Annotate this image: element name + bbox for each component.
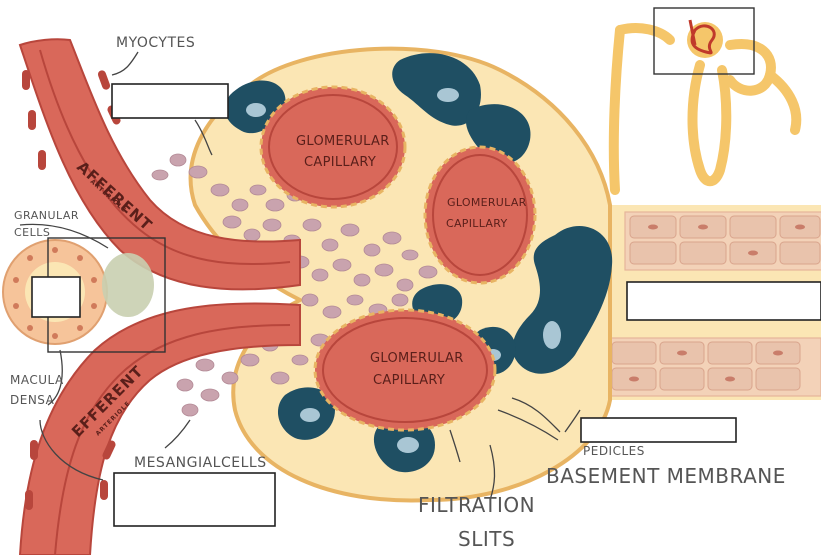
label-macula-densa-2: DENSA (10, 393, 55, 407)
label-granular-cells-2: CELLS (14, 226, 50, 239)
capillary-3-line2: CAPILLARY (373, 373, 445, 388)
label-granular-cells-1: GRANULAR (14, 209, 79, 222)
answer-box-pedicles[interactable] (581, 418, 736, 442)
label-filtration-slits-2: SLITS (458, 527, 515, 551)
label-mesangial-cells: MESANGIALCELLS (134, 455, 267, 471)
capillary-3-line1: GLOMERULAR (370, 351, 464, 366)
label-basement-membrane: BASEMENT MEMBRANE (546, 464, 786, 488)
answer-box-macula[interactable] (32, 277, 80, 317)
answer-box-bottom-left[interactable] (114, 473, 275, 526)
glomerular-capillary-3 (315, 310, 495, 430)
label-pedicles: PEDICLES (583, 444, 645, 458)
capillary-1-line2: CAPILLARY (304, 155, 376, 170)
label-myocytes: MYOCYTES (116, 35, 195, 51)
answer-box-right[interactable] (627, 282, 821, 320)
capillary-1-line1: GLOMERULAR (296, 134, 390, 149)
glomerular-capillary-2 (425, 147, 535, 283)
nephron-thumbnail (614, 20, 796, 190)
label-filtration-slits-1: FILTRATION (418, 493, 535, 517)
capillary-2-line1: GLOMERULAR (447, 196, 527, 209)
capillary-2-line2: CAPILLARY (446, 217, 507, 230)
answer-box-top-left[interactable] (112, 84, 228, 118)
label-macula-densa-1: MACULA (10, 373, 64, 387)
